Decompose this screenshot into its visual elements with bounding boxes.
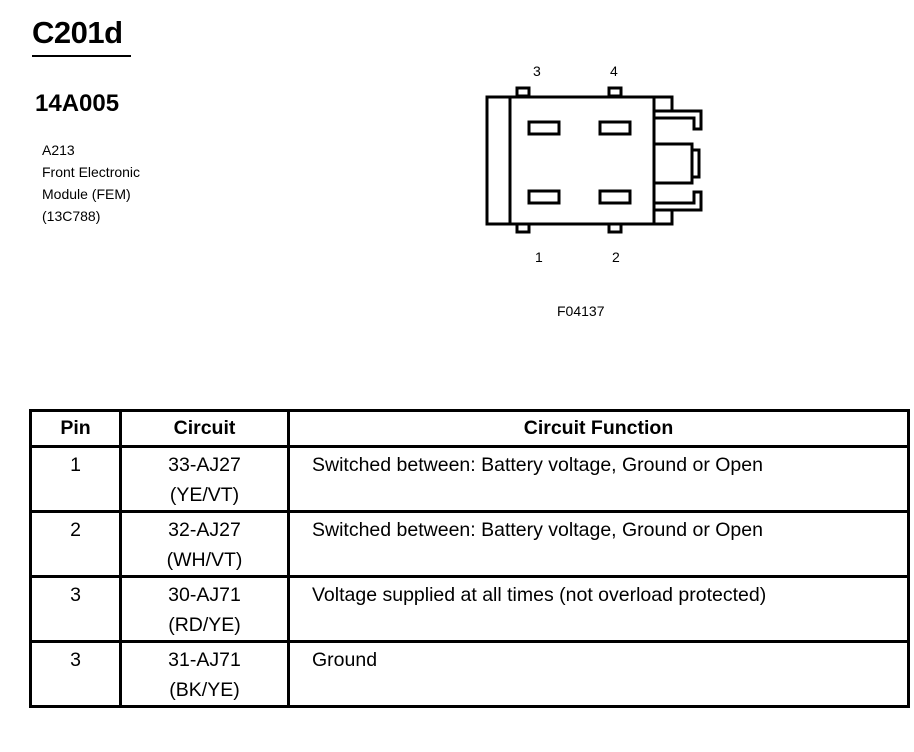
collar-bottom bbox=[654, 210, 674, 226]
description-line: (13C788) bbox=[42, 208, 101, 224]
table-header-row: Pin Circuit Circuit Function bbox=[29, 409, 910, 448]
cell-pin: 1 bbox=[29, 445, 122, 513]
tab-top-left bbox=[515, 86, 531, 98]
latch-arm-bottom bbox=[654, 190, 703, 212]
figure-id: F04137 bbox=[557, 303, 605, 319]
connector-face-diagram bbox=[485, 86, 703, 234]
cell-circuit: 32-AJ27 (WH/VT) bbox=[119, 510, 290, 578]
part-number: 14A005 bbox=[35, 90, 120, 117]
tab-top-right bbox=[607, 86, 623, 98]
cavity-pin-4 bbox=[598, 120, 632, 136]
wire-color: (BK/YE) bbox=[169, 679, 240, 701]
cell-circuit: 31-AJ71 (BK/YE) bbox=[119, 640, 290, 708]
cavity-pin-1 bbox=[527, 189, 561, 205]
pin-label-2: 2 bbox=[612, 249, 620, 265]
circuit-number: 32-AJ27 bbox=[168, 519, 241, 541]
table-row: 3 31-AJ71 (BK/YE) Ground bbox=[29, 640, 910, 708]
wire-color: (YE/VT) bbox=[169, 484, 240, 506]
latch-arm-top bbox=[654, 109, 703, 131]
table-row: 3 30-AJ71 (RD/YE) Voltage supplied at al… bbox=[29, 575, 910, 643]
cell-function: Ground bbox=[287, 640, 910, 708]
pin-label-1: 1 bbox=[535, 249, 543, 265]
description-line: A213 bbox=[42, 142, 75, 158]
pin-label-3: 3 bbox=[533, 63, 541, 79]
cell-circuit: 33-AJ27 (YE/VT) bbox=[119, 445, 290, 513]
description-line: Front Electronic bbox=[42, 164, 141, 180]
table-row: 2 32-AJ27 (WH/VT) Switched between: Batt… bbox=[29, 510, 910, 578]
circuit-number: 30-AJ71 bbox=[168, 584, 241, 606]
component-description: A213 Front Electronic Module (FEM) (13C7… bbox=[42, 139, 140, 227]
pinout-table: Pin Circuit Circuit Function 1 33-AJ27 (… bbox=[29, 409, 910, 708]
cell-function: Voltage supplied at all times (not overl… bbox=[287, 575, 910, 643]
title-underline bbox=[32, 55, 131, 57]
connector-id-title: C201d bbox=[32, 15, 123, 50]
header-circuit: Circuit bbox=[119, 409, 290, 448]
cell-function: Switched between: Battery voltage, Groun… bbox=[287, 510, 910, 578]
header-pin: Pin bbox=[29, 409, 122, 448]
cell-function: Switched between: Battery voltage, Groun… bbox=[287, 445, 910, 513]
table-row: 1 33-AJ27 (YE/VT) Switched between: Batt… bbox=[29, 445, 910, 513]
cavity-pin-2 bbox=[598, 189, 632, 205]
collar-top bbox=[654, 95, 674, 111]
wire-color: (RD/YE) bbox=[168, 614, 241, 636]
center-key bbox=[654, 142, 694, 185]
header-circuit-function: Circuit Function bbox=[287, 409, 910, 448]
circuit-number: 31-AJ71 bbox=[168, 649, 241, 671]
wire-color: (WH/VT) bbox=[166, 549, 243, 571]
connector-body bbox=[485, 95, 656, 226]
center-key-tip bbox=[690, 148, 701, 179]
cell-pin: 2 bbox=[29, 510, 122, 578]
description-line: Module (FEM) bbox=[42, 186, 131, 202]
circuit-number: 33-AJ27 bbox=[168, 454, 241, 476]
cell-circuit: 30-AJ71 (RD/YE) bbox=[119, 575, 290, 643]
pin-label-4: 4 bbox=[610, 63, 618, 79]
cell-pin: 3 bbox=[29, 640, 122, 708]
cell-pin: 3 bbox=[29, 575, 122, 643]
cavity-pin-3 bbox=[527, 120, 561, 136]
